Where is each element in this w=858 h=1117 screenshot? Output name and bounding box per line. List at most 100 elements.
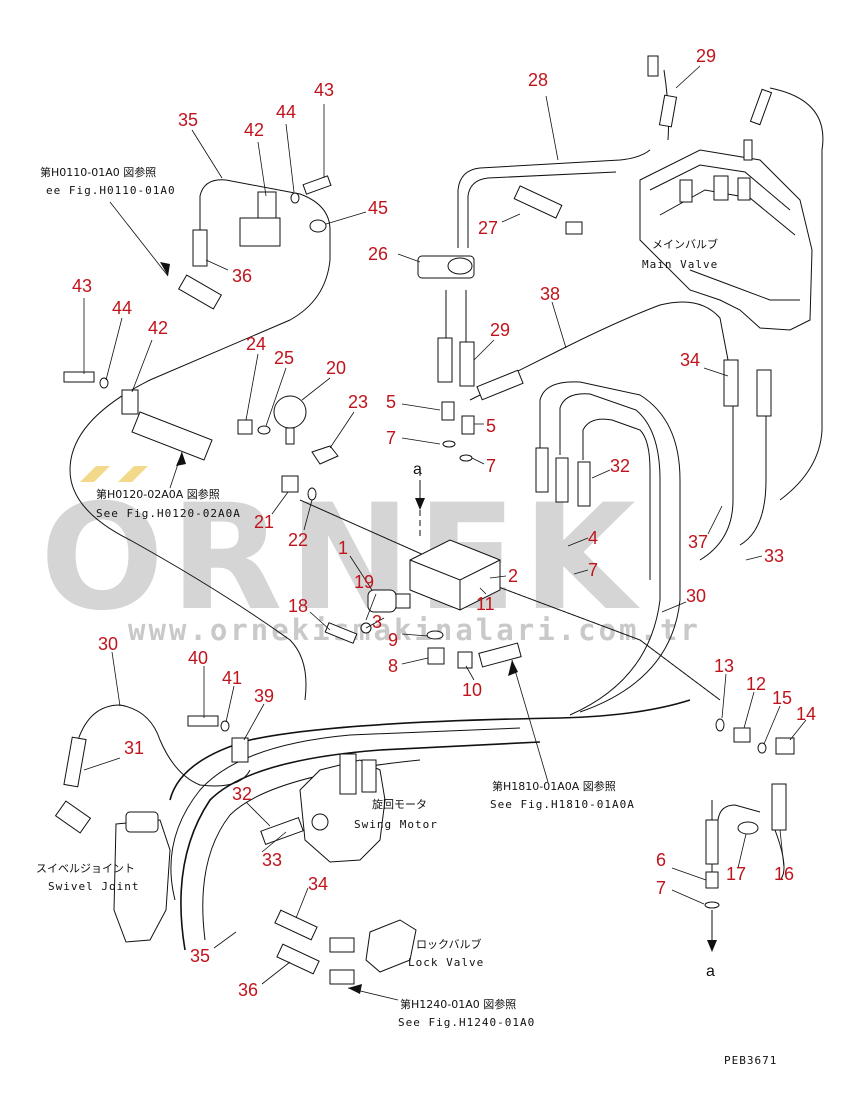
washer-41 bbox=[220, 720, 230, 732]
fitting-29-top bbox=[647, 55, 659, 77]
leader-30a bbox=[661, 601, 687, 613]
leader-14 bbox=[789, 719, 807, 741]
callout-13: 13 bbox=[714, 656, 734, 676]
callout-18: 18 bbox=[288, 596, 308, 616]
callout-43a: 43 bbox=[314, 80, 334, 100]
callout-11: 11 bbox=[476, 594, 495, 614]
hose-38-end bbox=[469, 394, 481, 401]
washer-44-left bbox=[99, 377, 109, 389]
main-valve-edge-1 bbox=[649, 164, 791, 211]
callout-33a: 33 bbox=[764, 546, 784, 566]
oring-9 bbox=[426, 630, 444, 640]
nut-24 bbox=[237, 419, 253, 435]
callout-numbers: 29 28 35 42 44 43 45 27 26 36 43 44 42 3… bbox=[72, 46, 816, 1000]
leader-line-13 bbox=[299, 499, 721, 701]
callout-21: 21 bbox=[254, 512, 274, 532]
leader-32b bbox=[245, 801, 271, 827]
solenoid-1 bbox=[367, 589, 397, 613]
ref-h1810-en: See Fig.H1810-01A0A bbox=[490, 798, 635, 811]
hose-end-33-top bbox=[756, 369, 772, 417]
leader-35b bbox=[213, 931, 237, 949]
leader-32a bbox=[591, 469, 611, 479]
hose-31 bbox=[77, 704, 251, 787]
clamp-45 bbox=[309, 219, 327, 233]
leader-41 bbox=[225, 685, 235, 723]
hose-34-long bbox=[170, 727, 521, 901]
hose-32-outer bbox=[539, 381, 681, 713]
reference-notes: 第H0110-01A0 図参照 ee Fig.H0110-01A0 第H0120… bbox=[40, 165, 635, 1029]
leader-29a bbox=[675, 65, 701, 89]
ref-h1810-leader bbox=[511, 659, 549, 783]
lock-valve-fitting-2 bbox=[329, 969, 355, 985]
hose-35-loop bbox=[69, 179, 331, 701]
callout-17: 17 bbox=[726, 864, 746, 884]
watermark-url: www.ornekismakinalari.com.tr bbox=[128, 613, 701, 647]
ref-h1240-en: See Fig.H1240-01A0 bbox=[398, 1016, 535, 1029]
callout-40: 40 bbox=[188, 648, 208, 668]
callout-15: 15 bbox=[772, 688, 792, 708]
bracket-h0120 bbox=[131, 411, 213, 461]
leader-24 bbox=[245, 353, 259, 421]
callout-5a: 5 bbox=[386, 392, 396, 412]
leader-17 bbox=[737, 833, 747, 869]
callout-39: 39 bbox=[254, 686, 274, 706]
callout-19: 19 bbox=[354, 572, 374, 592]
callout-7c: 7 bbox=[588, 560, 598, 580]
ref-h0120-en: See Fig.H0120-02A0A bbox=[96, 507, 241, 520]
leader-1 bbox=[349, 555, 373, 591]
callout-7b: 7 bbox=[486, 456, 496, 476]
fitting-right-top bbox=[743, 139, 753, 161]
main-valve-edge-3 bbox=[689, 269, 800, 301]
leader-37 bbox=[707, 505, 723, 535]
hose-end-32-lower bbox=[260, 816, 304, 846]
callout-32b: 32 bbox=[232, 784, 252, 804]
hose-32-mid bbox=[559, 393, 661, 716]
leader-42a bbox=[257, 141, 267, 197]
leader-15 bbox=[763, 705, 781, 745]
callout-33b: 33 bbox=[262, 850, 282, 870]
callout-44a: 44 bbox=[276, 102, 296, 122]
marker-a-top: a bbox=[413, 461, 422, 478]
callout-14: 14 bbox=[796, 704, 816, 724]
leader-33a bbox=[745, 555, 763, 561]
hose-end-11 bbox=[478, 642, 522, 668]
watermark-chevron-2 bbox=[118, 466, 148, 482]
elbow-5-right bbox=[461, 415, 475, 435]
callout-44b: 44 bbox=[112, 298, 132, 318]
main-valve-en-label: Main Valve bbox=[642, 258, 718, 271]
leader-8 bbox=[401, 657, 429, 665]
hose-end-27 bbox=[513, 185, 563, 219]
leader-7c bbox=[573, 569, 589, 575]
hose-30-long bbox=[169, 699, 691, 801]
knob-20 bbox=[273, 395, 307, 429]
hose-end-36-top bbox=[192, 229, 208, 267]
main-valve-jp-label: メインバルブ bbox=[652, 237, 718, 251]
hose-28-inner bbox=[467, 171, 617, 248]
ref-h0120-jp: 第H0120-02A0A 図参照 bbox=[96, 487, 220, 501]
callout-24: 24 bbox=[246, 334, 266, 354]
leader-25 bbox=[265, 367, 287, 427]
ref-h0110-leader bbox=[109, 201, 169, 277]
callout-16: 16 bbox=[774, 864, 794, 884]
hose-end-32-a bbox=[535, 447, 549, 493]
swing-motor-port-2 bbox=[361, 759, 377, 793]
leader-11 bbox=[479, 587, 487, 595]
clamp-26-ring bbox=[447, 257, 473, 275]
ref-h1810-arrow bbox=[508, 660, 518, 676]
leader-44b bbox=[105, 317, 123, 381]
callout-30b: 30 bbox=[98, 634, 118, 654]
ref-h0120-arrow bbox=[176, 452, 186, 466]
callout-29b: 29 bbox=[490, 320, 510, 340]
clamp-39 bbox=[231, 737, 249, 763]
callout-29a: 29 bbox=[696, 46, 716, 66]
leader-36a bbox=[205, 259, 229, 271]
leader-30b bbox=[111, 651, 121, 707]
callout-37: 37 bbox=[688, 532, 708, 552]
leader-16 bbox=[779, 829, 785, 869]
bolt-43-top bbox=[302, 175, 332, 195]
leader-18 bbox=[309, 611, 331, 631]
callout-42b: 42 bbox=[148, 318, 168, 338]
leader-7a bbox=[401, 437, 441, 445]
callout-20: 20 bbox=[326, 358, 346, 378]
